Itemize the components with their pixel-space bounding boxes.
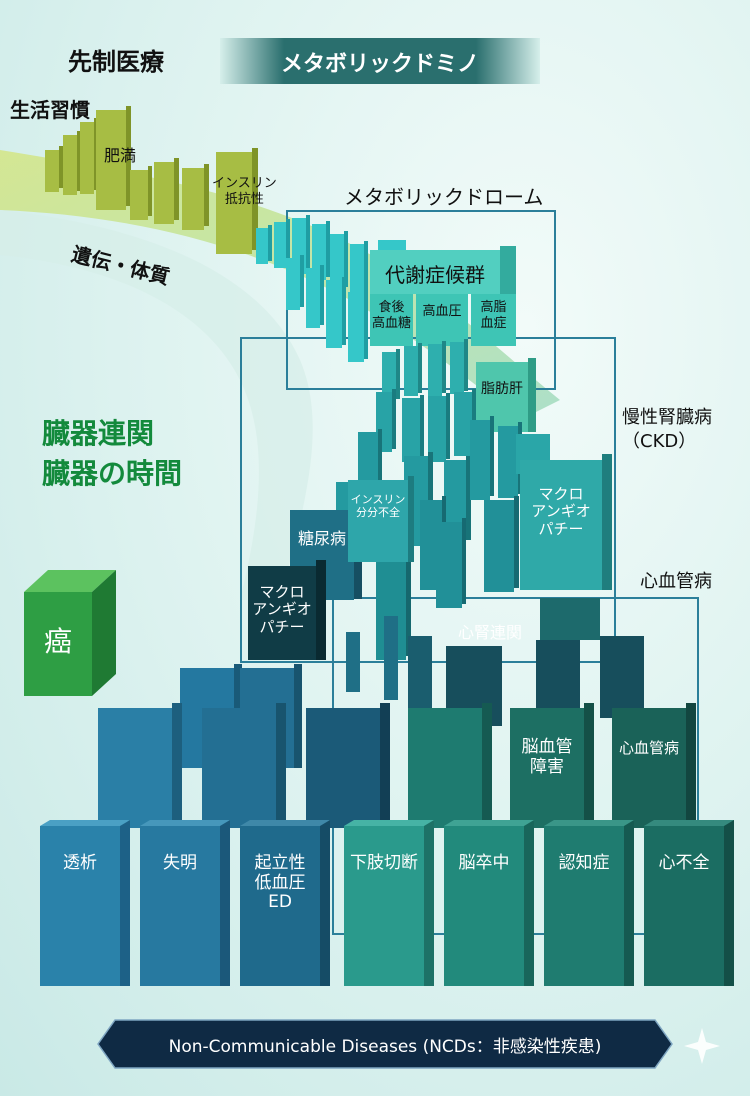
tier4-block: [510, 703, 594, 828]
teal-domino: [402, 395, 424, 462]
heart-disease-label: 心血管病: [618, 739, 679, 757]
teal-domino: [428, 341, 446, 396]
organ-time-label: 臓器の時間: [42, 457, 183, 490]
tier4-block: [98, 703, 182, 828]
cyan-domino: [274, 219, 290, 268]
insulin-deficiency-label: インスリン 分分不全: [350, 493, 406, 519]
outcome-heart-failure: 心不全: [658, 853, 710, 873]
syndrome-item-glucose: 食後 高血糖: [371, 300, 411, 331]
cyan-domino: [256, 225, 272, 264]
cyan-domino: [286, 255, 304, 310]
teal-domino: [470, 416, 494, 500]
metabolic-drome-label: メタボリックドローム: [344, 185, 544, 209]
outcome-block: [444, 820, 534, 986]
outcome-block: [544, 820, 634, 986]
cyan-domino: [330, 231, 348, 290]
organ-link-label: 臓器連関: [42, 417, 155, 450]
outcome-block: [344, 820, 434, 986]
lifestyle-label: 生活習慣: [10, 98, 90, 122]
diabetes-label: 糖尿病: [297, 529, 346, 548]
preventive-medicine-label: 先制医療: [68, 48, 164, 76]
tier4-block: [306, 703, 390, 828]
olive-domino: [130, 166, 152, 220]
tier4-block: [408, 703, 492, 828]
banner-title: メタボリックドミノ: [280, 52, 479, 77]
dark-domino: [600, 636, 644, 718]
cardiovascular-label: 心血管病: [640, 571, 712, 592]
tier4: [98, 664, 696, 828]
macroangiopathy-left-label: マクロ アンギオ パチー: [252, 583, 312, 636]
dark-domino: [346, 632, 360, 692]
insulin-resistance-label: インスリン 抵抗性: [212, 176, 277, 207]
olive-domino: [80, 118, 98, 194]
metabolic-syndrome-label: 代謝症候群: [385, 263, 485, 287]
outcome-dialysis: 透析: [63, 853, 97, 873]
sparkle-icon: [684, 1028, 720, 1064]
insulin-def-block: [348, 476, 414, 562]
outcome-dementia: 認知症: [558, 853, 610, 873]
cancer-block: [24, 570, 116, 696]
outcome-blindness: 失明: [163, 853, 197, 873]
macro-left-block: [248, 560, 326, 660]
outcome-block: [644, 820, 734, 986]
cyan-domino: [326, 277, 346, 348]
olive-domino: [45, 146, 63, 192]
macroangiopathy-right-label: マクロ アンギオ パチー: [531, 485, 591, 538]
flow-ribbon-lower: [0, 210, 313, 600]
cyan-domino: [350, 241, 368, 304]
teal-domino: [436, 518, 466, 608]
tier4-block: [612, 703, 696, 828]
olive-domino: [63, 131, 81, 195]
outcome-block: [240, 820, 330, 986]
banner-bg: [220, 38, 540, 84]
cerebrovascular-label: 脳血管 障害: [521, 737, 573, 777]
dark-domino: [408, 636, 432, 708]
teal-domino: [428, 393, 450, 462]
syndrome-item-lipid: 高脂 血症: [480, 300, 507, 331]
olive-domino: [96, 106, 131, 210]
syndrome-item-hypertension: 高血圧: [422, 304, 462, 319]
ncd-footer-label: Non-Communicable Diseases (NCDs：非感染性疾患): [98, 1020, 672, 1068]
syndrome-block: [370, 246, 516, 346]
olive-dominoes: [45, 106, 258, 254]
teal-domino: [484, 496, 519, 592]
outcome-stroke: 脳卒中: [458, 853, 510, 873]
cyan-domino: [348, 289, 368, 362]
ncd-text: Non-Communicable Diseases (NCDs：非感染性疾患): [168, 1036, 602, 1057]
footer-pill-bg: [97, 1019, 673, 1069]
teal-domino: [450, 339, 468, 394]
obesity-label: 肥満: [104, 146, 137, 165]
cancer-label: 癌: [43, 625, 72, 658]
cyan-domino: [306, 265, 324, 328]
olive-domino: [216, 148, 258, 254]
macro-right-block: [520, 454, 612, 590]
ckd-label: 慢性腎臓病 （CKD）: [622, 407, 712, 453]
dark-domino: [384, 616, 398, 700]
teal-domino: [404, 343, 422, 396]
outcome-row: [40, 820, 734, 986]
olive-domino: [182, 164, 209, 230]
fatty-liver-label: 脂肪肝: [481, 381, 523, 397]
cardiorenal-label: 心腎連関: [457, 623, 522, 642]
outcome-block: [40, 820, 130, 986]
olive-domino: [154, 158, 179, 224]
tier4-block: [202, 703, 286, 828]
dark-dominoes: [346, 598, 644, 726]
dark-domino: [540, 598, 600, 640]
outcome-orthostatic: 起立性 低血圧 ED: [254, 853, 306, 913]
dark-domino: [536, 640, 580, 710]
outcome-amputation: 下肢切断: [350, 853, 418, 873]
outcome-block: [140, 820, 230, 986]
